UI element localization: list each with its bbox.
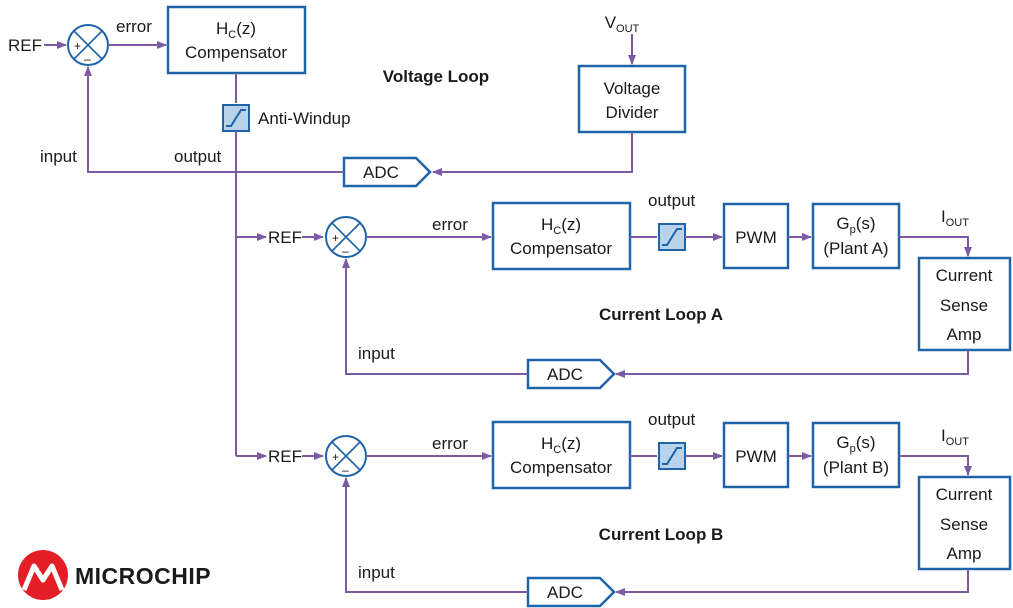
wire bbox=[432, 132, 633, 176]
voltage-output-label: output bbox=[174, 147, 222, 166]
voltage-divider: Voltage Divider bbox=[577, 64, 687, 134]
voltage-error-label: error bbox=[116, 17, 152, 36]
svg-text:HC(z): HC(z) bbox=[541, 434, 581, 456]
microchip-logo-icon bbox=[18, 550, 68, 600]
svg-text:(Plant B): (Plant B) bbox=[823, 458, 889, 477]
current-sense-amp-b: Current Sense Amp bbox=[917, 475, 1012, 571]
svg-text:–: – bbox=[342, 463, 349, 477]
current-loop-b-title: Current Loop B bbox=[599, 525, 724, 544]
adc-a: ADC bbox=[526, 358, 616, 390]
pwm-b: PWM bbox=[722, 421, 790, 489]
output-label-b: output bbox=[648, 410, 696, 429]
pwm-a: PWM bbox=[722, 202, 790, 270]
error-label-b: error bbox=[432, 434, 468, 453]
voltage-adc: ADC bbox=[342, 156, 432, 188]
svg-text:PWM: PWM bbox=[735, 228, 777, 247]
svg-text:Divider: Divider bbox=[606, 103, 659, 122]
current-sense-amp-a: Current Sense Amp bbox=[917, 256, 1012, 352]
svg-text:Current: Current bbox=[936, 266, 993, 285]
iout-label-b: IOUT bbox=[941, 426, 969, 448]
svg-text:Gp(s): Gp(s) bbox=[836, 433, 875, 455]
svg-text:Compensator: Compensator bbox=[510, 458, 612, 477]
svg-text:Amp: Amp bbox=[947, 544, 982, 563]
svg-text:Voltage: Voltage bbox=[604, 79, 661, 98]
svg-text:PWM: PWM bbox=[735, 447, 777, 466]
svg-text:Gp(s): Gp(s) bbox=[836, 214, 875, 236]
wire bbox=[615, 350, 969, 378]
plus-sign: + bbox=[74, 39, 81, 53]
svg-text:+: + bbox=[332, 231, 339, 245]
voltage-ref-label: REF bbox=[8, 36, 42, 55]
wire bbox=[342, 258, 528, 375]
compensator-b: HC(z) Compensator bbox=[491, 420, 632, 490]
vout-label: VOUT bbox=[605, 13, 640, 35]
current-loop-a-title: Current Loop A bbox=[599, 305, 723, 324]
plant-b: Gp(s) (Plant B) bbox=[811, 421, 901, 489]
svg-text:–: – bbox=[342, 244, 349, 258]
error-label-a: error bbox=[432, 215, 468, 234]
saturation-a bbox=[658, 223, 686, 251]
svg-text:ADC: ADC bbox=[547, 365, 583, 384]
wire bbox=[84, 66, 344, 173]
svg-text:+: + bbox=[332, 450, 339, 464]
svg-text:Sense: Sense bbox=[940, 515, 988, 534]
wire bbox=[615, 569, 969, 596]
svg-text:Amp: Amp bbox=[947, 325, 982, 344]
adc-b: ADC bbox=[526, 576, 616, 608]
anti-windup-label: Anti-Windup bbox=[258, 109, 351, 128]
compensator-label: Compensator bbox=[185, 43, 287, 62]
svg-text:(Plant A): (Plant A) bbox=[823, 239, 888, 258]
anti-windup-saturation bbox=[222, 104, 250, 132]
summing-junction-b: + – bbox=[325, 435, 367, 477]
compensator-transfer-function: HC(z) bbox=[216, 19, 256, 41]
minus-sign: – bbox=[84, 52, 91, 66]
voltage-input-label: input bbox=[40, 147, 77, 166]
svg-text:HC(z): HC(z) bbox=[541, 215, 581, 237]
wire bbox=[899, 236, 972, 257]
wire bbox=[899, 455, 972, 476]
iout-label-a: IOUT bbox=[941, 207, 969, 229]
input-label-b: input bbox=[358, 563, 395, 582]
current-loop-b: REF + – error HC(z) Compensator output P… bbox=[236, 410, 1012, 608]
compensator-a: HC(z) Compensator bbox=[491, 201, 632, 271]
saturation-b bbox=[658, 442, 686, 470]
summing-junction-a: + – bbox=[325, 216, 367, 258]
voltage-summing-junction: + – bbox=[67, 24, 109, 66]
voltage-compensator: HC(z) Compensator bbox=[166, 5, 307, 75]
microchip-logo-text: MICROCHIP bbox=[75, 563, 211, 589]
ref-label-a: REF bbox=[268, 228, 302, 247]
svg-text:ADC: ADC bbox=[547, 583, 583, 602]
wire bbox=[342, 477, 528, 593]
ref-label-b: REF bbox=[268, 447, 302, 466]
voltage-loop: REF + – error HC(z) Compensator Voltage … bbox=[8, 5, 687, 456]
current-loop-a: REF + – error HC(z) Compensator output P… bbox=[236, 191, 1012, 390]
input-label-a: input bbox=[358, 344, 395, 363]
svg-text:Current: Current bbox=[936, 485, 993, 504]
microchip-logo: MICROCHIP bbox=[18, 550, 211, 600]
svg-text:ADC: ADC bbox=[363, 163, 399, 182]
plant-a: Gp(s) (Plant A) bbox=[811, 202, 901, 270]
output-label-a: output bbox=[648, 191, 696, 210]
svg-text:Sense: Sense bbox=[940, 296, 988, 315]
svg-text:Compensator: Compensator bbox=[510, 239, 612, 258]
voltage-loop-title: Voltage Loop bbox=[383, 67, 489, 86]
